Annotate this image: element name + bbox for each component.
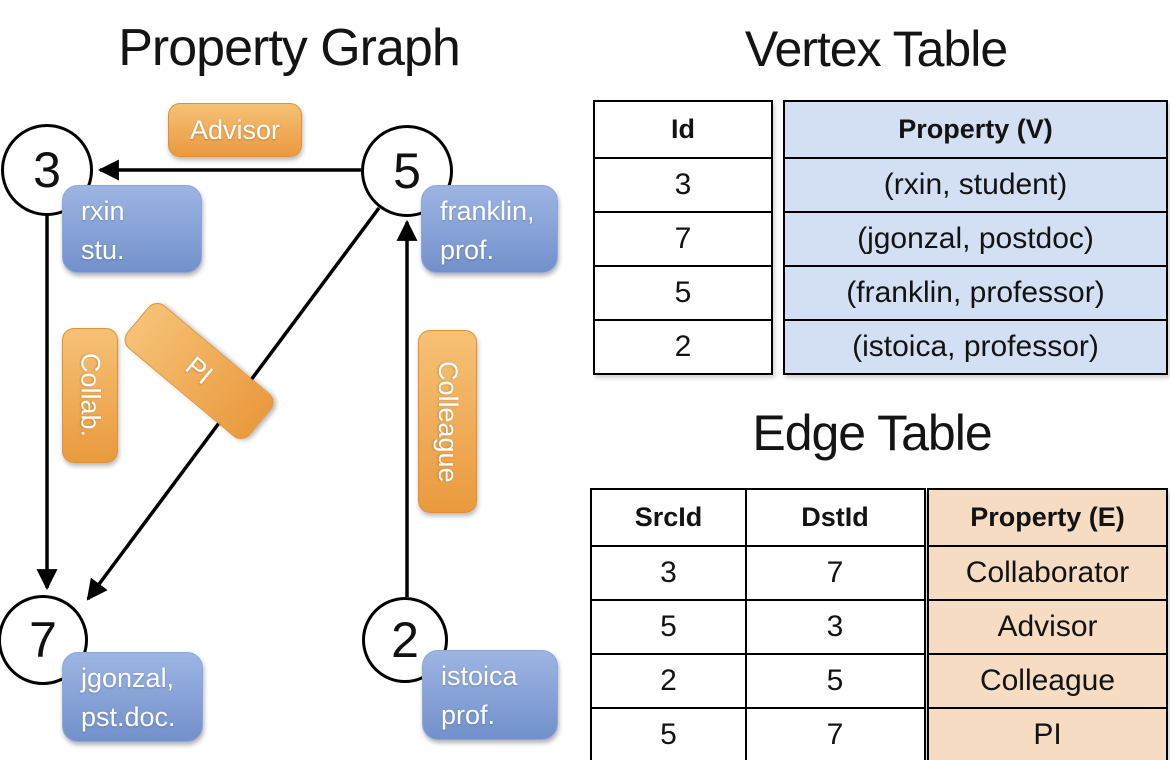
vertex-3-role: stu. xyxy=(81,235,125,265)
edge-table-property-cell: Colleague xyxy=(929,653,1166,707)
vertex-property-box-7: jgonzal, pst.doc. xyxy=(62,652,203,742)
edge-table-property-cell: Collaborator xyxy=(929,545,1166,599)
edge-table-header-row: SrcId DstId xyxy=(592,490,924,545)
vertex-table-property-cell: (rxin, student) xyxy=(785,157,1166,211)
vertex-table-id-header: Id xyxy=(671,114,695,144)
vertex-2-name: istoica xyxy=(441,661,518,691)
vertex-table-id-cell: 3 xyxy=(595,157,771,211)
edge-table-row: 5 7 xyxy=(592,707,924,760)
edge-label-colleague: Colleague xyxy=(418,330,477,513)
vertex-table-id-cell: 7 xyxy=(595,211,771,265)
edge-table-dst-cell: 7 xyxy=(744,547,924,599)
vertex-7-role: pst.doc. xyxy=(81,702,176,732)
edge-table-row: 2 5 xyxy=(592,653,924,707)
vertex-5-name: franklin, xyxy=(440,196,535,226)
edge-table-src-cell: 5 xyxy=(660,610,677,643)
vertex-table-property-cell: (franklin, professor) xyxy=(785,265,1166,319)
edge-label-collab: Collab. xyxy=(62,328,118,463)
edge-table-src-cell: 3 xyxy=(660,556,677,589)
vertex-property-box-2: istoica prof. xyxy=(422,650,558,740)
edge-table-dst-cell: 7 xyxy=(744,709,924,760)
node-3-id: 3 xyxy=(33,142,61,198)
vertex-property-box-3: rxin stu. xyxy=(62,185,202,273)
edge-table-property-column: Property (E) Collaborator Advisor Collea… xyxy=(927,488,1168,760)
edge-table-dst-cell: 5 xyxy=(744,655,924,707)
edge-table-property-cell: Advisor xyxy=(929,599,1166,653)
edge-table-property-header: Property (E) xyxy=(929,490,1166,545)
vertex-5-role: prof. xyxy=(440,235,495,265)
edge-table-src-cell: 2 xyxy=(660,664,677,697)
edge-table-id-columns: SrcId DstId 3 7 5 3 2 5 5 7 xyxy=(590,488,926,760)
graph-node-5: 5 xyxy=(361,125,453,217)
vertex-7-name: jgonzal, xyxy=(81,663,175,693)
edge-table-row: 3 7 xyxy=(592,545,924,599)
edge-table-dstid-header: DstId xyxy=(744,490,924,545)
vertex-2-role: prof. xyxy=(441,700,496,730)
node-5-id: 5 xyxy=(393,143,421,199)
vertex-property-box-5: franklin, prof. xyxy=(421,185,558,273)
vertex-table-property-column: Property (V) (rxin, student) (jgonzal, p… xyxy=(783,100,1168,375)
graph-node-2: 2 xyxy=(362,597,448,683)
node-2-id: 2 xyxy=(391,612,419,668)
vertex-table-id-cell: 2 xyxy=(595,319,771,373)
vertex-table-property-cell: (istoica, professor) xyxy=(785,319,1166,373)
vertex-table-title: Vertex Table xyxy=(744,21,1008,77)
edge-label-advisor: Advisor xyxy=(168,103,302,157)
edge-table-src-cell: 5 xyxy=(660,718,677,751)
edge-table-dst-cell: 3 xyxy=(744,601,924,653)
property-graph-title: Property Graph xyxy=(118,19,461,77)
edge-table-row: 5 3 xyxy=(592,599,924,653)
edge-table-property-cell: PI xyxy=(929,707,1166,760)
edge-table-title: Edge Table xyxy=(752,405,992,461)
node-7-id: 7 xyxy=(29,612,57,668)
vertex-table-id-column: Id 3 7 5 2 xyxy=(593,100,773,375)
vertex-table-id-cell: 5 xyxy=(595,265,771,319)
edge-table-srcid-header: SrcId xyxy=(634,502,703,532)
vertex-table-property-header: Property (V) xyxy=(785,102,1166,157)
vertex-table-property-cell: (jgonzal, postdoc) xyxy=(785,211,1166,265)
vertex-3-name: rxin xyxy=(81,196,125,226)
